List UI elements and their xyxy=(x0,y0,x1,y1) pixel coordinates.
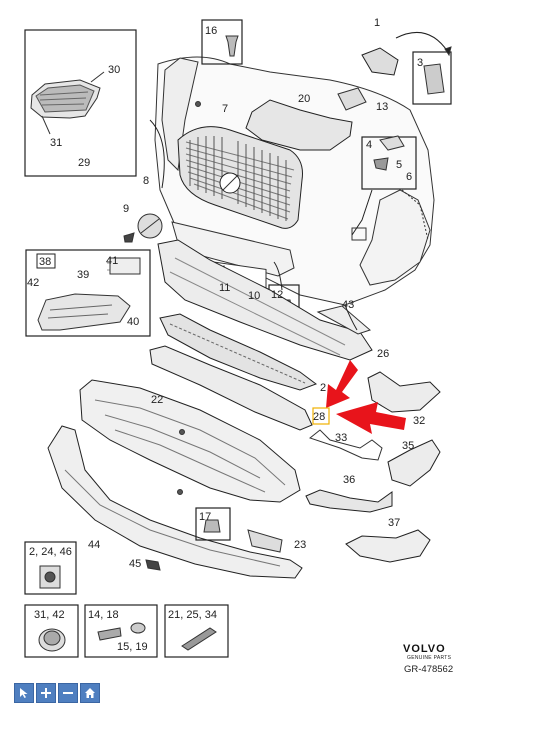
inset-box-31-42 xyxy=(24,604,79,658)
label-10: 10 xyxy=(248,290,260,302)
inset-box-2-24-46 xyxy=(24,541,77,595)
inset-box-grille-insert xyxy=(24,29,137,177)
label-box-2-24-46: 2, 24, 46 xyxy=(29,546,72,558)
cursor-button[interactable] xyxy=(14,683,34,703)
label-box-31-42: 31, 42 xyxy=(34,609,65,621)
label-17: 17 xyxy=(199,511,211,523)
label-41: 41 xyxy=(106,255,118,267)
label-23: 23 xyxy=(294,539,306,551)
label-29: 29 xyxy=(78,157,90,169)
label-36: 36 xyxy=(343,474,355,486)
inset-box-14-18-15-19 xyxy=(84,604,158,658)
home-button[interactable] xyxy=(80,683,100,703)
inset-box-fog-grille xyxy=(25,249,151,337)
label-12: 12 xyxy=(271,289,283,301)
label-32: 32 xyxy=(413,415,425,427)
label-30: 30 xyxy=(108,64,120,76)
box-38-label-frame xyxy=(36,253,56,269)
callout-labels: 1 3 13 20 16 7 4 5 6 30 31 29 8 9 38 41 … xyxy=(27,17,425,653)
label-1: 1 xyxy=(374,17,380,29)
label-37: 37 xyxy=(388,517,400,529)
inset-box-17 xyxy=(195,507,231,541)
label-box-21-25-34: 21, 25, 34 xyxy=(168,609,217,621)
label-box-15-19: 15, 19 xyxy=(117,641,148,653)
label-2: 2 xyxy=(320,382,326,394)
home-icon xyxy=(85,688,95,698)
label-42: 42 xyxy=(27,277,39,289)
inset-box-16 xyxy=(201,19,243,65)
label-43: 43 xyxy=(342,299,354,311)
label-16: 16 xyxy=(205,25,217,37)
label-38: 38 xyxy=(39,256,51,268)
highlight-arrows xyxy=(326,360,406,434)
label-4: 4 xyxy=(366,139,372,151)
label-28: 28 xyxy=(313,411,325,423)
viewer-toolbar xyxy=(14,683,100,703)
label-8: 8 xyxy=(143,175,149,187)
label-5: 5 xyxy=(396,159,402,171)
zoom-out-button[interactable] xyxy=(58,683,78,703)
inset-box-21-25-34 xyxy=(164,604,229,658)
grille-drawing xyxy=(177,126,303,229)
label-33: 33 xyxy=(335,432,347,444)
label-35: 35 xyxy=(402,440,414,452)
inset-box-4-5-6 xyxy=(361,136,417,190)
label-44: 44 xyxy=(88,539,100,551)
label-3: 3 xyxy=(417,57,423,69)
brand-subtitle: GENUINE PARTS xyxy=(407,655,452,661)
label-20: 20 xyxy=(298,93,310,105)
label-22: 22 xyxy=(151,394,163,406)
label-11: 11 xyxy=(219,282,230,294)
label-9: 9 xyxy=(123,203,129,215)
label-45: 45 xyxy=(129,558,141,570)
label-7: 7 xyxy=(222,103,228,115)
document-number: GR-478562 xyxy=(404,664,454,675)
label-26: 26 xyxy=(377,348,389,360)
label-31: 31 xyxy=(50,137,62,149)
label-6: 6 xyxy=(406,171,412,183)
zoom-in-icon xyxy=(41,688,51,698)
label-39: 39 xyxy=(77,269,89,281)
label-box-14-18: 14, 18 xyxy=(88,609,119,621)
highlight-part-28-frame xyxy=(312,407,330,425)
brand-logo: VOLVO xyxy=(403,643,446,655)
inset-box-3 xyxy=(412,51,452,105)
zoom-out-icon xyxy=(63,692,73,694)
label-40: 40 xyxy=(127,316,139,328)
cursor-icon xyxy=(20,688,28,698)
zoom-in-button[interactable] xyxy=(36,683,56,703)
label-13: 13 xyxy=(376,101,388,113)
